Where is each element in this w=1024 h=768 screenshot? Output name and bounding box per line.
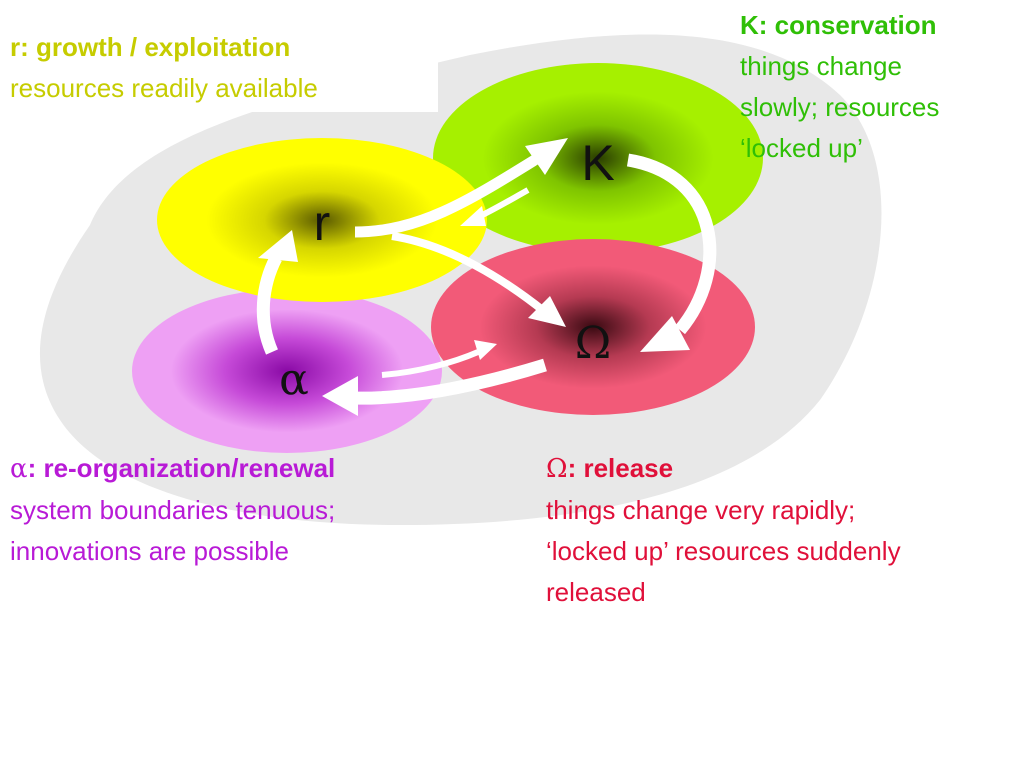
node-label-omega: Ω — [575, 318, 611, 369]
node-label-r: r — [314, 195, 331, 251]
caption-omega-body-2: ‘locked up’ resources suddenly — [546, 536, 901, 566]
caption-k-body-2: slowly; resources — [740, 92, 940, 122]
r-to-k-arrow — [354, 153, 541, 238]
alpha-to-omega-arrowhead — [474, 340, 497, 360]
arrows — [256, 138, 717, 416]
caption-k: K: conservation things change slowly; re… — [740, 5, 939, 169]
omega-to-alpha-arrowhead — [322, 376, 358, 416]
caption-omega-heading: Ω: release — [546, 448, 901, 490]
k-to-omega-arrow — [626, 153, 717, 335]
caption-omega-body-3: released — [546, 577, 646, 607]
caption-omega-body-1: things change very rapidly; — [546, 495, 856, 525]
k-to-omega-arrowhead — [640, 316, 690, 352]
caption-r-body-1: resources readily available — [10, 73, 318, 103]
r-to-omega-arrow — [391, 232, 548, 316]
k-phase-ellipse — [433, 63, 763, 253]
caption-backdrop — [0, 0, 438, 112]
caption-k-title: K: conservation — [740, 10, 937, 40]
caption-r: r: growth / exploitation resources readi… — [10, 27, 318, 109]
node-label-k: K — [581, 135, 614, 191]
caption-r-title: r: growth / exploitation — [10, 32, 291, 62]
alpha-to-r-arrow — [256, 255, 282, 355]
caption-alpha-title: : re-organization/renewal — [27, 453, 336, 483]
alpha-phase-ellipse — [132, 289, 442, 453]
caption-alpha: α: re-organization/renewal system bounda… — [10, 448, 335, 572]
caption-omega-title: : release — [567, 453, 674, 483]
alpha-to-omega-arrow — [381, 349, 480, 378]
k-to-r-arrowhead — [460, 206, 486, 226]
caption-omega: Ω: release things change very rapidly; ‘… — [546, 448, 901, 613]
caption-alpha-heading: α: re-organization/renewal — [10, 448, 335, 490]
caption-k-body-3: ‘locked up’ — [740, 133, 863, 163]
alpha-to-r-arrowhead — [258, 230, 298, 262]
caption-omega-symbol: Ω — [546, 454, 568, 484]
omega-to-alpha-arrow — [349, 358, 547, 405]
caption-alpha-symbol: α — [10, 454, 28, 484]
r-to-k-arrowhead — [525, 138, 568, 175]
node-label-alpha: α — [279, 354, 309, 405]
caption-k-body-1: things change — [740, 51, 902, 81]
r-phase-ellipse — [157, 138, 487, 302]
caption-alpha-body-1: system boundaries tenuous; — [10, 495, 336, 525]
caption-alpha-body-2: innovations are possible — [10, 536, 289, 566]
r-to-omega-arrowhead — [528, 296, 566, 327]
